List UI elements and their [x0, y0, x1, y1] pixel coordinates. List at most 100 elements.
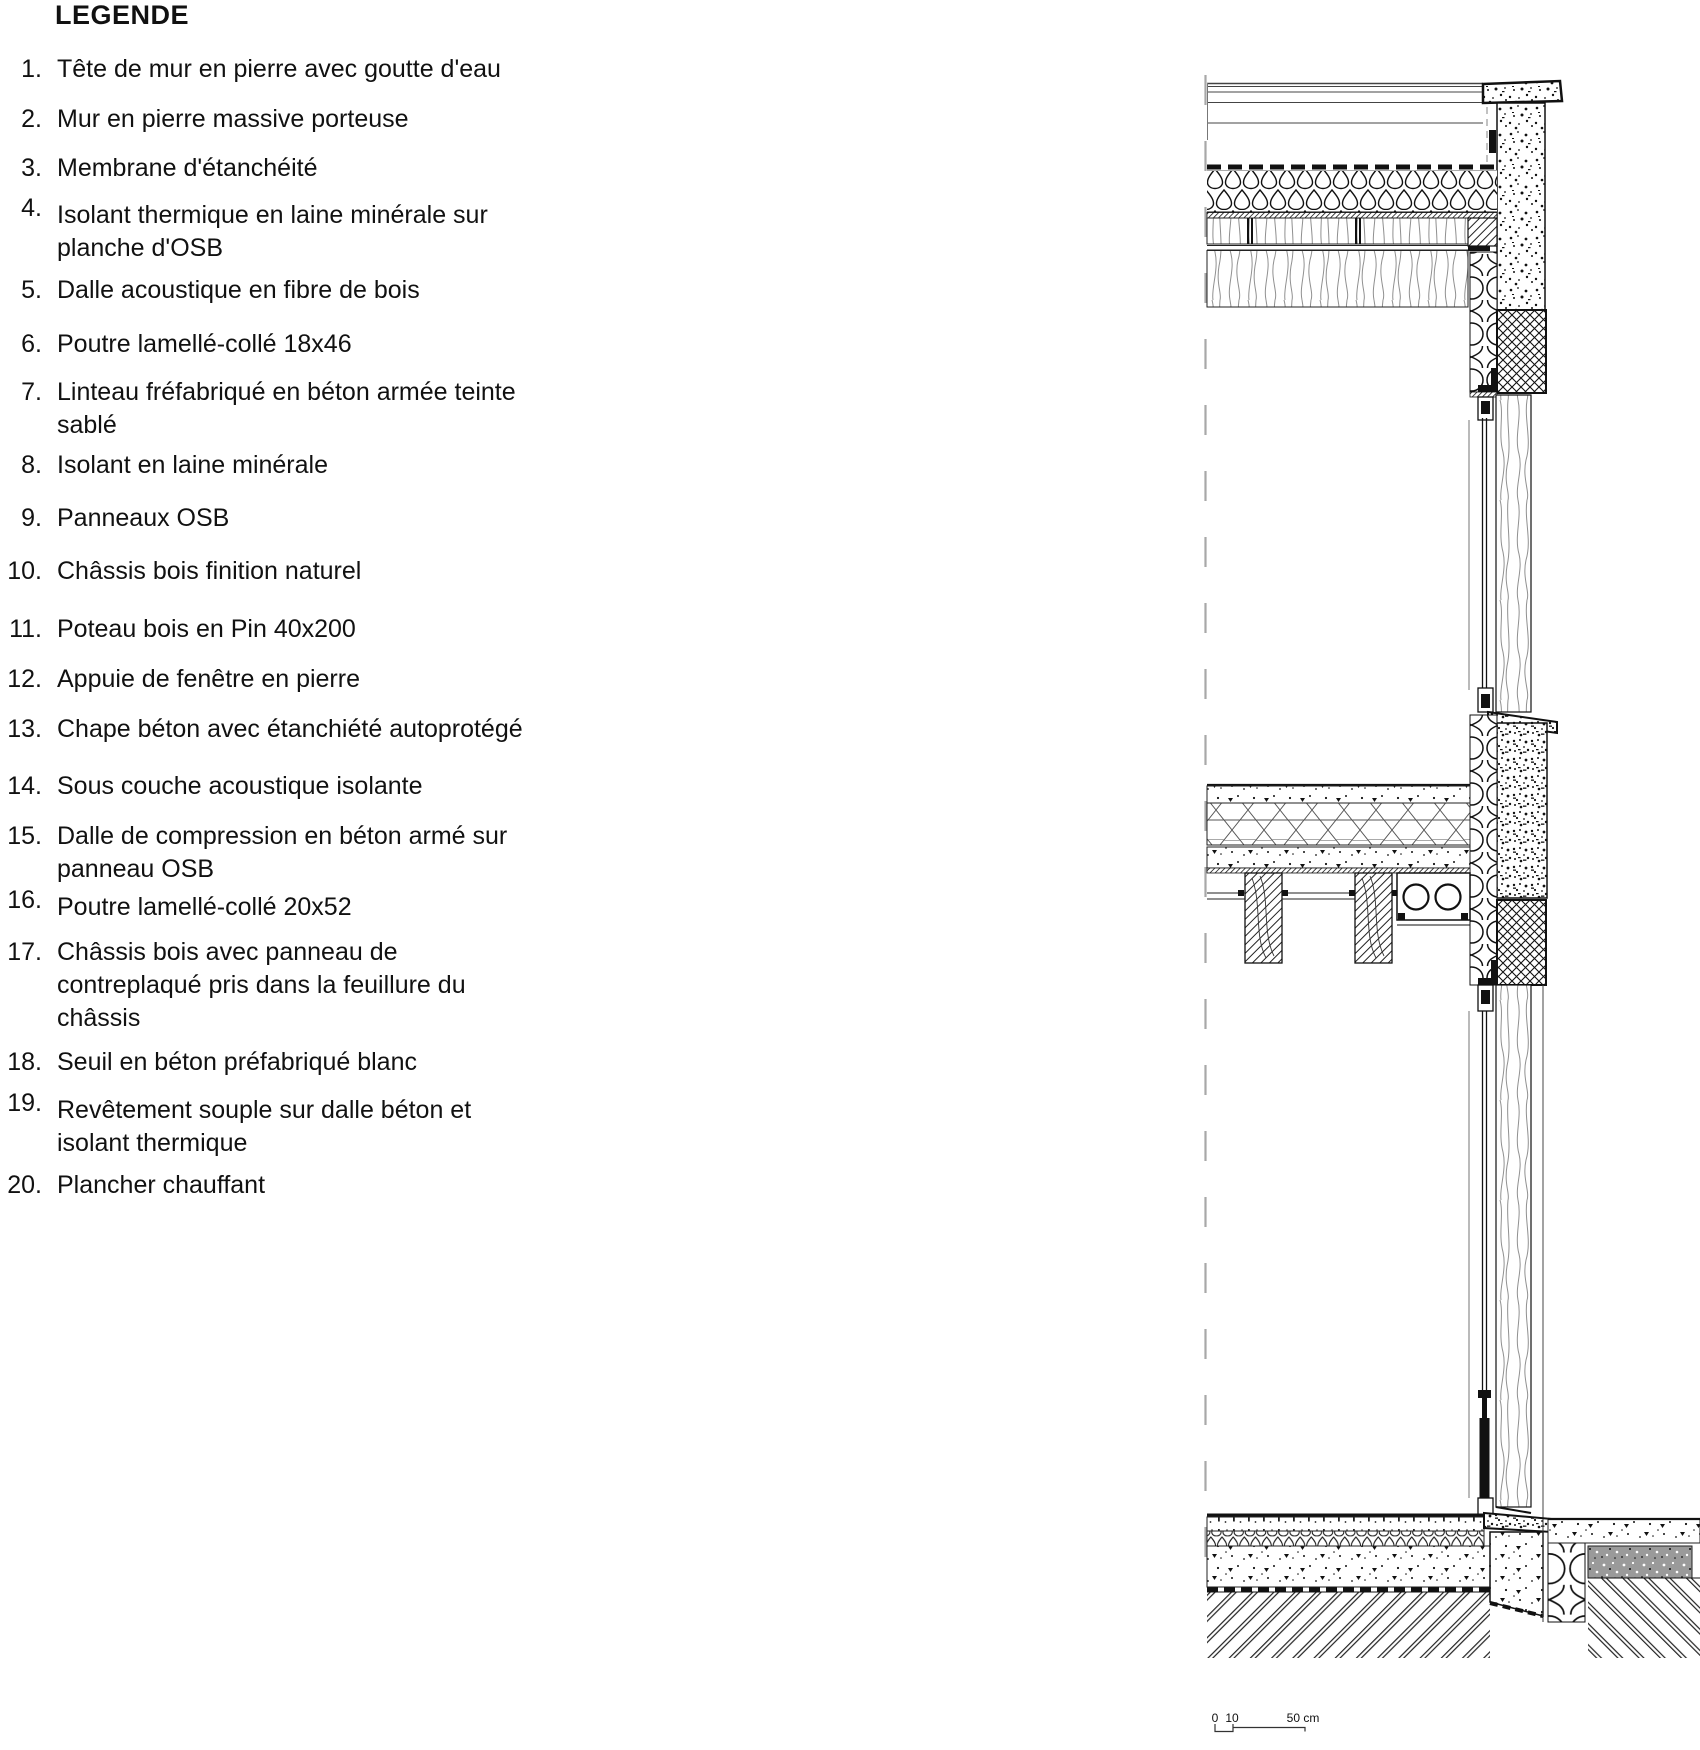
legend-item-text: Poutre lamellé-collé 20x52 — [57, 893, 352, 921]
legend-item-text: Sous couche acoustique isolante — [57, 772, 423, 800]
legend-item-text: Dalle acoustique en fibre de bois — [57, 276, 420, 304]
ground-slab-hatch-left — [1207, 1592, 1490, 1658]
window-handle — [1478, 1390, 1491, 1398]
legend-item-number: 10. — [7, 557, 42, 585]
legend-title: LEGENDE — [55, 0, 190, 30]
legend-item-number: 5. — [21, 276, 42, 304]
window-handle-stem — [1482, 1398, 1487, 1418]
wall-insulation-mid — [1469, 714, 1498, 986]
concrete-slab-ground — [1206, 1545, 1491, 1588]
section-drawing: 0 10 50 cm — [1204, 75, 1700, 1733]
legend-item-text: Mur en pierre massive porteuse — [57, 105, 409, 133]
legend-item-text: Seuil en béton préfabriqué blanc — [57, 1048, 417, 1076]
legend-item-text: Plancher chauffant — [57, 1171, 266, 1199]
gravel-block — [1587, 1545, 1693, 1579]
legend-item-number: 2. — [21, 105, 42, 133]
frame-head-block — [1481, 401, 1490, 414]
exterior-paving — [1547, 1518, 1700, 1544]
legend-item-number: 6. — [21, 330, 42, 358]
roof-edge-fixing — [1489, 130, 1496, 153]
legend-item-number: 12. — [7, 665, 42, 693]
ground-detail — [1206, 1511, 1700, 1658]
scale-fifty-label: 50 cm — [1287, 1711, 1320, 1725]
beam-bracket — [1468, 246, 1490, 251]
beam-grain — [1361, 875, 1385, 959]
box-foot — [1461, 913, 1468, 920]
scale-ten-label: 10 — [1225, 1711, 1239, 1725]
legend-item-text: Tête de mur en pierre avec goutte d'eau — [57, 55, 501, 83]
legend-item-text: Revêtement souple sur dalle béton et iso… — [57, 1096, 472, 1157]
scale-zero-label: 0 — [1212, 1711, 1219, 1725]
frame-head-bracket — [1478, 978, 1497, 985]
legend-item-text: Appuie de fenêtre en pierre — [57, 665, 360, 693]
scale-bar: 0 10 50 cm — [1212, 1711, 1320, 1733]
compression-slab — [1206, 846, 1471, 869]
legend-item-number: 14. — [7, 772, 42, 800]
legend-item-number: 1. — [21, 55, 42, 83]
heating-pipe — [1434, 883, 1462, 911]
frame-head-bracket — [1491, 960, 1497, 985]
frame-bottom-block — [1481, 694, 1490, 708]
thermal-insulation-ground — [1206, 1530, 1485, 1547]
precast-concrete-lintel-mid — [1496, 899, 1547, 986]
legend-item-text: Châssis bois avec panneau de contreplaqu… — [57, 938, 466, 1032]
legend-item-number: 16. — [7, 886, 42, 914]
legend-item-number: 13. — [7, 715, 42, 743]
upper-window — [1468, 394, 1532, 713]
legend-item-number: 4. — [21, 194, 42, 222]
legend-item-number: 8. — [21, 451, 42, 479]
osb-panel-mid — [1206, 867, 1471, 874]
threshold-bottom-dashed — [1489, 1601, 1544, 1618]
timber-post-upper — [1495, 394, 1532, 713]
legend-item-number: 19. — [7, 1089, 42, 1117]
threshold-cap — [1483, 1511, 1553, 1534]
legend-item-text: Poutre lamellé-collé 18x46 — [57, 330, 352, 358]
legend-item-text: Dalle de compression en béton armé sur p… — [57, 822, 508, 883]
mid-floor-detail — [1206, 710, 1558, 986]
ground-slab-hatch-right — [1588, 1578, 1700, 1658]
glulam-beam-end — [1467, 217, 1498, 247]
legend-item-number: 15. — [7, 822, 42, 850]
legend-item-text: Linteau fréfabriqué en béton armée teint… — [57, 378, 516, 439]
frame-head-block — [1481, 990, 1490, 1004]
legend-item-text: Membrane d'étanchéité — [57, 154, 318, 182]
lower-window — [1468, 984, 1544, 1518]
legend-item-text: Isolant thermique en laine minérale sur … — [57, 201, 488, 262]
scale-bar-line — [1214, 1724, 1306, 1733]
beam-divider — [1355, 218, 1357, 244]
roof-edge-lines — [1207, 82, 1483, 140]
wood-fibre-acoustic-slab — [1206, 250, 1469, 308]
legend-item-text: Châssis bois finition naturel — [57, 557, 362, 585]
legend-item-number: 7. — [21, 378, 42, 406]
legend-item-number: 17. — [7, 938, 42, 966]
beam-divider — [1251, 218, 1253, 244]
box-foot — [1398, 913, 1405, 920]
roof-detail — [1206, 79, 1564, 398]
precast-concrete-lintel-top — [1496, 309, 1547, 394]
fixing-tick — [1282, 890, 1288, 896]
frame-head-bracket — [1478, 385, 1497, 392]
legend-item-number: 9. — [21, 504, 42, 532]
legend-item-number: 3. — [21, 154, 42, 182]
frame-head-bracket — [1491, 368, 1497, 392]
osb-panel-top — [1206, 212, 1498, 219]
beam-divider — [1247, 218, 1249, 244]
legend-item-text: Chape béton avec étanchiété autoprotégé — [57, 715, 523, 743]
stone-coping — [1481, 79, 1564, 105]
concrete-screed — [1206, 785, 1471, 804]
beam-divider — [1359, 218, 1361, 244]
soft-flooring-screed — [1206, 1516, 1485, 1532]
fixing-tick — [1349, 890, 1355, 896]
stone-window-sill — [1496, 722, 1548, 899]
wall-insulation-ground — [1547, 1542, 1586, 1623]
legend-item-text: Poteau bois en Pin 40x200 — [57, 615, 356, 643]
mineral-wool-band — [1207, 171, 1497, 212]
beam-grain — [1251, 875, 1275, 959]
legend-item-number: 11. — [9, 615, 42, 643]
legend-item-text: Isolant en laine minérale — [57, 451, 328, 479]
timber-beam-band — [1206, 217, 1469, 245]
frame-head-seal — [1469, 391, 1498, 398]
heating-pipe — [1402, 883, 1430, 911]
legend-item-text: Panneaux OSB — [57, 504, 230, 532]
legend-item-number: 20. — [7, 1171, 42, 1199]
